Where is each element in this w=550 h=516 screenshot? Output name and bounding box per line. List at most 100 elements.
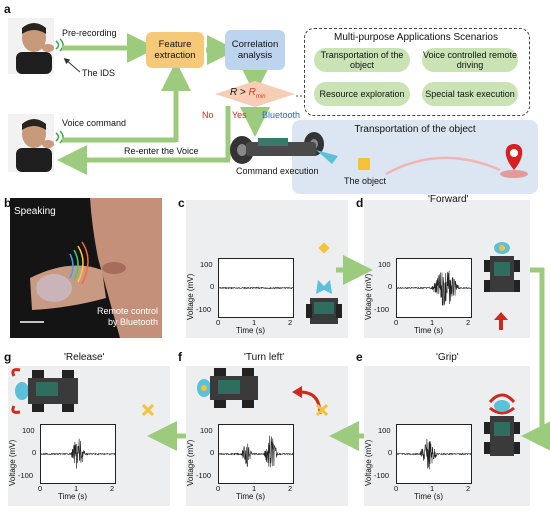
scenario-pill-resource: Resource exploration (314, 82, 410, 106)
ytick-0: 0 (388, 282, 393, 291)
ytick-minus100: -100 (18, 471, 34, 480)
forward-arrow-icon (494, 312, 508, 330)
object-f (316, 404, 328, 416)
waveform (396, 438, 472, 470)
scenario-pill-remote-driving: Voice controlled remote driving (422, 48, 518, 72)
scenario-pill-transport: Transportation of the object (314, 48, 410, 72)
ytick-minus100: -100 (196, 471, 212, 480)
command-execution-label: Command execution (236, 166, 319, 176)
panel-label-a: a (4, 2, 11, 16)
y-axis-label: Voltage (mV) (186, 439, 195, 486)
x-axis-label: Time (s) (236, 492, 266, 501)
no-label: No (202, 110, 214, 120)
yes-label: Yes (232, 110, 247, 120)
panel-arrows (147, 255, 550, 451)
plot-d: Voltage (mV) 100 0 -100 0 1 2 Time (s) (364, 252, 474, 338)
xtick-0: 0 (216, 484, 221, 493)
xtick-1: 1 (430, 484, 435, 493)
panel-label-d: d (356, 196, 364, 210)
waveform (218, 435, 294, 468)
xtick-0: 0 (394, 318, 399, 327)
ytick-100: 100 (378, 260, 391, 269)
ytick-0: 0 (388, 448, 393, 457)
ytick-100: 100 (200, 426, 213, 435)
xtick-2: 2 (466, 318, 471, 327)
waveform (396, 271, 472, 306)
sound-wave-icon (55, 38, 64, 52)
scenarios-title: Multi-purpose Applications Scenarios (334, 32, 498, 43)
remote-control-label: Remote control by Bluetooth (96, 306, 158, 327)
bluetooth-label: Bluetooth (262, 110, 301, 120)
object-label: The object (344, 176, 387, 186)
x-axis-label: Time (s) (236, 326, 266, 335)
object-square (358, 158, 370, 170)
ylabel-wrap: Voltage (mV) (364, 426, 374, 486)
ylabel-wrap: Voltage (mV) (186, 426, 196, 486)
person-pre-recording-image (8, 18, 54, 74)
ylabel-wrap: Voltage (mV) (8, 426, 18, 486)
speaking-label: Speaking (14, 206, 56, 217)
robot-f (197, 368, 258, 408)
ylabel-wrap: Voltage (mV) (364, 260, 374, 320)
xtick-2: 2 (466, 484, 471, 493)
robot-e (484, 393, 520, 456)
y-axis-label: Voltage (mV) (364, 439, 373, 486)
plot-e: Voltage (mV) 100 0 -100 0 1 2 Time (s) (364, 418, 474, 504)
person-voice-command-image (8, 114, 54, 172)
xtick-1: 1 (74, 484, 79, 493)
scenario-pill-special-task: Special task execution (422, 82, 518, 106)
x-axis-label: Time (s) (58, 492, 88, 501)
ytick-minus100: -100 (196, 305, 212, 314)
ylabel-wrap: Voltage (mV) (186, 260, 196, 320)
feature-extraction-box: Feature extraction (146, 32, 204, 68)
reenter-label: Re-enter the Voice (124, 146, 199, 156)
plot-frame (396, 258, 472, 318)
robot-d (484, 242, 520, 292)
ytick-0: 0 (32, 448, 37, 457)
title-grip: 'Grip' (436, 352, 459, 363)
plot-frame (40, 424, 116, 484)
ytick-minus100: -100 (374, 471, 390, 480)
title-release: 'Release' (64, 352, 105, 363)
y-axis-label: Voltage (mV) (8, 439, 17, 486)
waveform-trace (218, 286, 294, 290)
panel-label-c: c (178, 196, 185, 210)
plot-f: Voltage (mV) 100 0 -100 0 1 2 Time (s) (186, 418, 296, 504)
panel-label-e: e (356, 350, 363, 364)
ids-label: The IDS (82, 68, 116, 78)
x-axis-label: Time (s) (414, 326, 444, 335)
panel-label-g: g (4, 350, 12, 364)
voice-command-label: Voice command (62, 118, 127, 128)
plot-frame (396, 424, 472, 484)
xtick-2: 2 (110, 484, 115, 493)
robot-c (306, 280, 342, 324)
waveform-trace (218, 435, 294, 468)
robot-g (11, 368, 78, 414)
xtick-0: 0 (394, 484, 399, 493)
sound-wave-icon (55, 130, 64, 144)
ytick-100: 100 (378, 426, 391, 435)
pre-recording-label: Pre-recording (62, 28, 117, 38)
panel-label-b: b (4, 196, 12, 210)
waveform-trace (396, 438, 472, 470)
decision-diamond (215, 81, 295, 107)
flow-arrows (57, 33, 304, 175)
decision-condition: R > Rmin (230, 87, 266, 100)
waveform (218, 286, 294, 290)
transport-title: Transportation of the object (354, 124, 476, 135)
xtick-0: 0 (38, 484, 43, 493)
y-axis-label: Voltage (mV) (364, 273, 373, 320)
ytick-100: 100 (22, 426, 35, 435)
plot-frame (218, 258, 294, 318)
title-forward: 'Forward' (428, 194, 469, 205)
waveform-trace (396, 271, 472, 306)
xtick-2: 2 (288, 318, 293, 327)
xtick-1: 1 (252, 318, 257, 327)
trajectory (385, 144, 528, 178)
xtick-1: 1 (430, 318, 435, 327)
scenarios-box (304, 28, 530, 116)
robot-car-image (230, 132, 338, 164)
plot-c: Voltage (mV) 100 0 -100 0 1 2 Time (s) (186, 252, 296, 338)
object-g (142, 404, 154, 416)
x-axis-label: Time (s) (414, 492, 444, 501)
